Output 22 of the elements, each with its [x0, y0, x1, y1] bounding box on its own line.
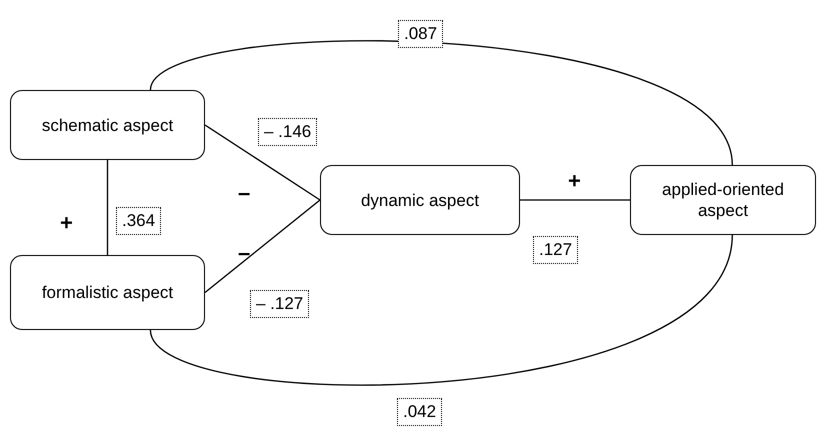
connector-line: [204, 200, 320, 293]
edge-label: .087: [398, 20, 444, 48]
edge-label: .127: [533, 236, 578, 264]
node-text: dynamic aspect: [360, 190, 480, 210]
edge-label: .042: [397, 398, 442, 426]
connector-line: [106, 160, 108, 255]
node-text: formalistic aspect: [40, 282, 174, 303]
process-box: [10, 90, 205, 160]
node-text: schematic aspect: [40, 114, 174, 136]
sign-label: –: [238, 240, 250, 266]
connector-line: [204, 124, 320, 201]
sign-label: –: [238, 180, 250, 206]
sign-label: +: [60, 210, 73, 236]
edge-label: .364: [116, 207, 162, 235]
connector-line: [520, 199, 630, 201]
edge-label: – .146: [258, 118, 318, 146]
process-box: [10, 255, 205, 330]
process-box: [630, 165, 816, 235]
process-box: [320, 165, 520, 235]
edge-label: – .127: [250, 290, 310, 318]
node-text: applied-oriented aspect: [661, 179, 785, 221]
sign-label: +: [568, 168, 581, 194]
